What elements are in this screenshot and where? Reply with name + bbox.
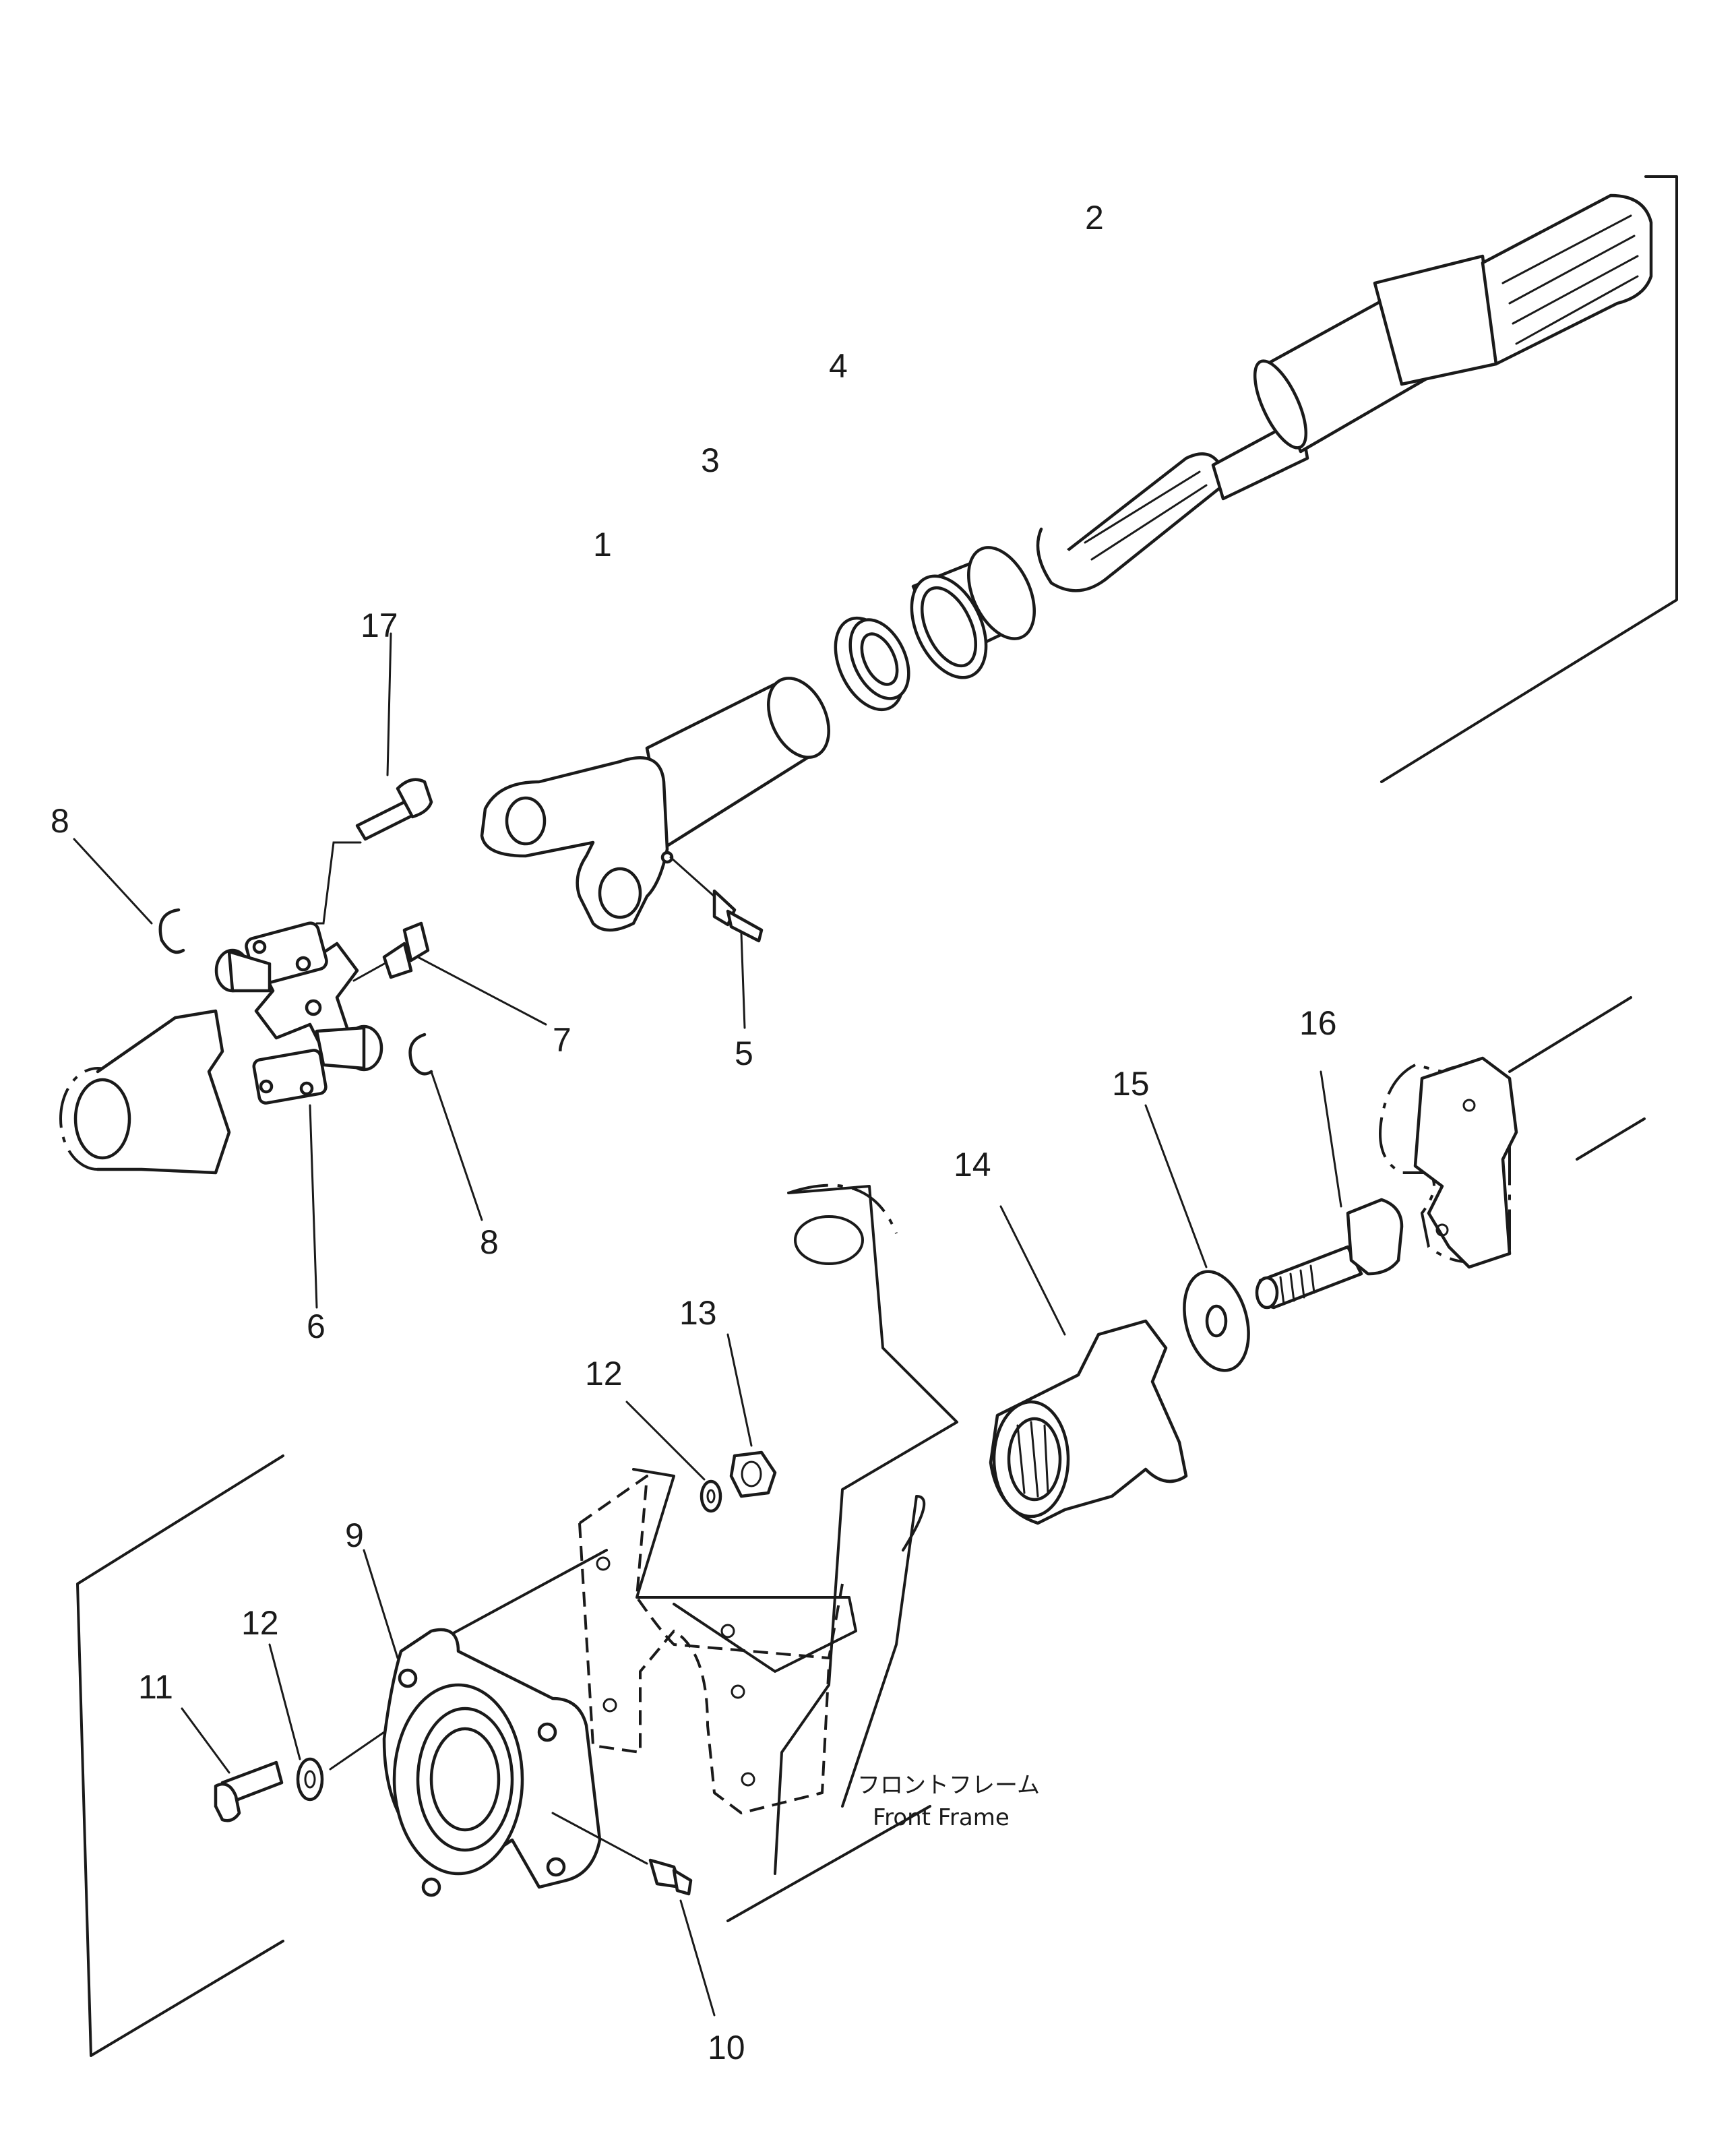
right-end-yoke [1379, 1056, 1518, 1269]
grease-fitting-cross [352, 921, 547, 1026]
washer-12-upper [625, 1401, 722, 1513]
callout-9: 9 [345, 1516, 364, 1554]
callout-10: 10 [708, 2029, 745, 2066]
nut-13 [726, 1333, 777, 1498]
flange-bearing-housing [363, 1549, 602, 1897]
snap-rings [73, 838, 483, 1221]
bearing [834, 616, 910, 712]
boundary-lines [76, 175, 1678, 2057]
right-driveshaft-line-b [1576, 1117, 1646, 1161]
callout-4: 4 [829, 347, 848, 385]
lower-left-boundary [76, 1454, 284, 2057]
sleeve-ring [910, 546, 1036, 679]
callout-8-left: 8 [51, 802, 69, 840]
snap-ring-left [158, 908, 185, 954]
slip-yoke [480, 677, 830, 932]
bolt-16 [1255, 1070, 1404, 1310]
bolt-11 [181, 1707, 284, 1822]
companion-flange [989, 1205, 1188, 1525]
snap-ring-right [408, 1033, 433, 1076]
part-number-callouts: 1 2 3 4 5 6 7 8 8 9 10 11 12 12 13 14 15… [51, 199, 1337, 2066]
callout-14: 14 [954, 1146, 991, 1184]
left-flange-yoke [59, 1009, 231, 1175]
callout-11: 11 [138, 1668, 173, 1706]
right-driveshaft-line-a [1508, 996, 1632, 1073]
washer-12-lower [268, 1643, 385, 1802]
callout-13: 13 [679, 1294, 717, 1332]
callout-2: 2 [1085, 199, 1104, 237]
callout-7: 7 [553, 1021, 571, 1059]
upper-right-boundary [1380, 175, 1678, 783]
callout-8-right: 8 [480, 1223, 499, 1261]
bolt-17 [315, 632, 433, 925]
callout-1: 1 [593, 526, 612, 563]
front-frame-label-japanese: フロントフレーム [857, 1772, 1040, 1799]
front-frame-label-english: Front Frame [873, 1804, 1010, 1831]
callout-6: 6 [307, 1308, 326, 1345]
callout-12-upper: 12 [585, 1355, 623, 1392]
callout-15: 15 [1112, 1065, 1150, 1103]
universal-joint-cross [214, 921, 383, 1309]
grease-fitting-yoke [669, 856, 764, 1029]
shaft-rear-spline [1481, 193, 1653, 366]
washer-15 [1144, 1104, 1250, 1372]
lower-boundary-segment [726, 1805, 931, 1922]
callout-17: 17 [361, 607, 398, 644]
grease-fitting-housing [551, 1812, 716, 2017]
callout-3: 3 [701, 441, 720, 479]
front-frame-label: フロントフレーム Front Frame [857, 1772, 1040, 1831]
front-frame-bracket [443, 1184, 958, 1875]
callout-5: 5 [735, 1035, 753, 1072]
callout-12-lower: 12 [241, 1604, 279, 1642]
callout-16: 16 [1299, 1004, 1337, 1042]
splined-shaft [1036, 193, 1653, 592]
